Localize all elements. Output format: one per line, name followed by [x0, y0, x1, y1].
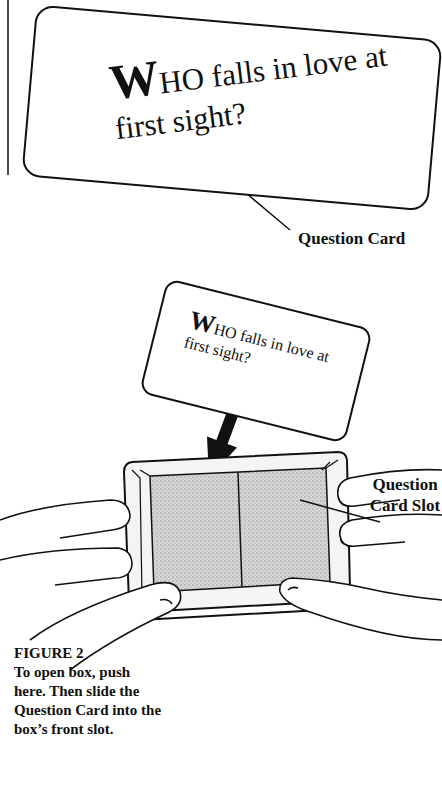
right-hand — [280, 470, 442, 640]
card-question: WHO falls in love at first sight? — [106, 19, 405, 146]
part-label: Question Card Slot — [368, 474, 442, 516]
part-label: Question Card — [298, 228, 438, 249]
column-rule — [7, 0, 9, 175]
figure-number: FIGURE 2 — [14, 644, 164, 663]
question-card: WHO falls in love at first sight? — [139, 278, 373, 444]
card-question: WHO falls in love at first sight? — [182, 305, 339, 388]
left-hand — [0, 500, 181, 670]
leader-line — [300, 500, 380, 522]
figure-caption: To open box, push here. Then slide the Q… — [14, 663, 164, 739]
question-card: WHO falls in love at first sight? — [21, 5, 442, 212]
